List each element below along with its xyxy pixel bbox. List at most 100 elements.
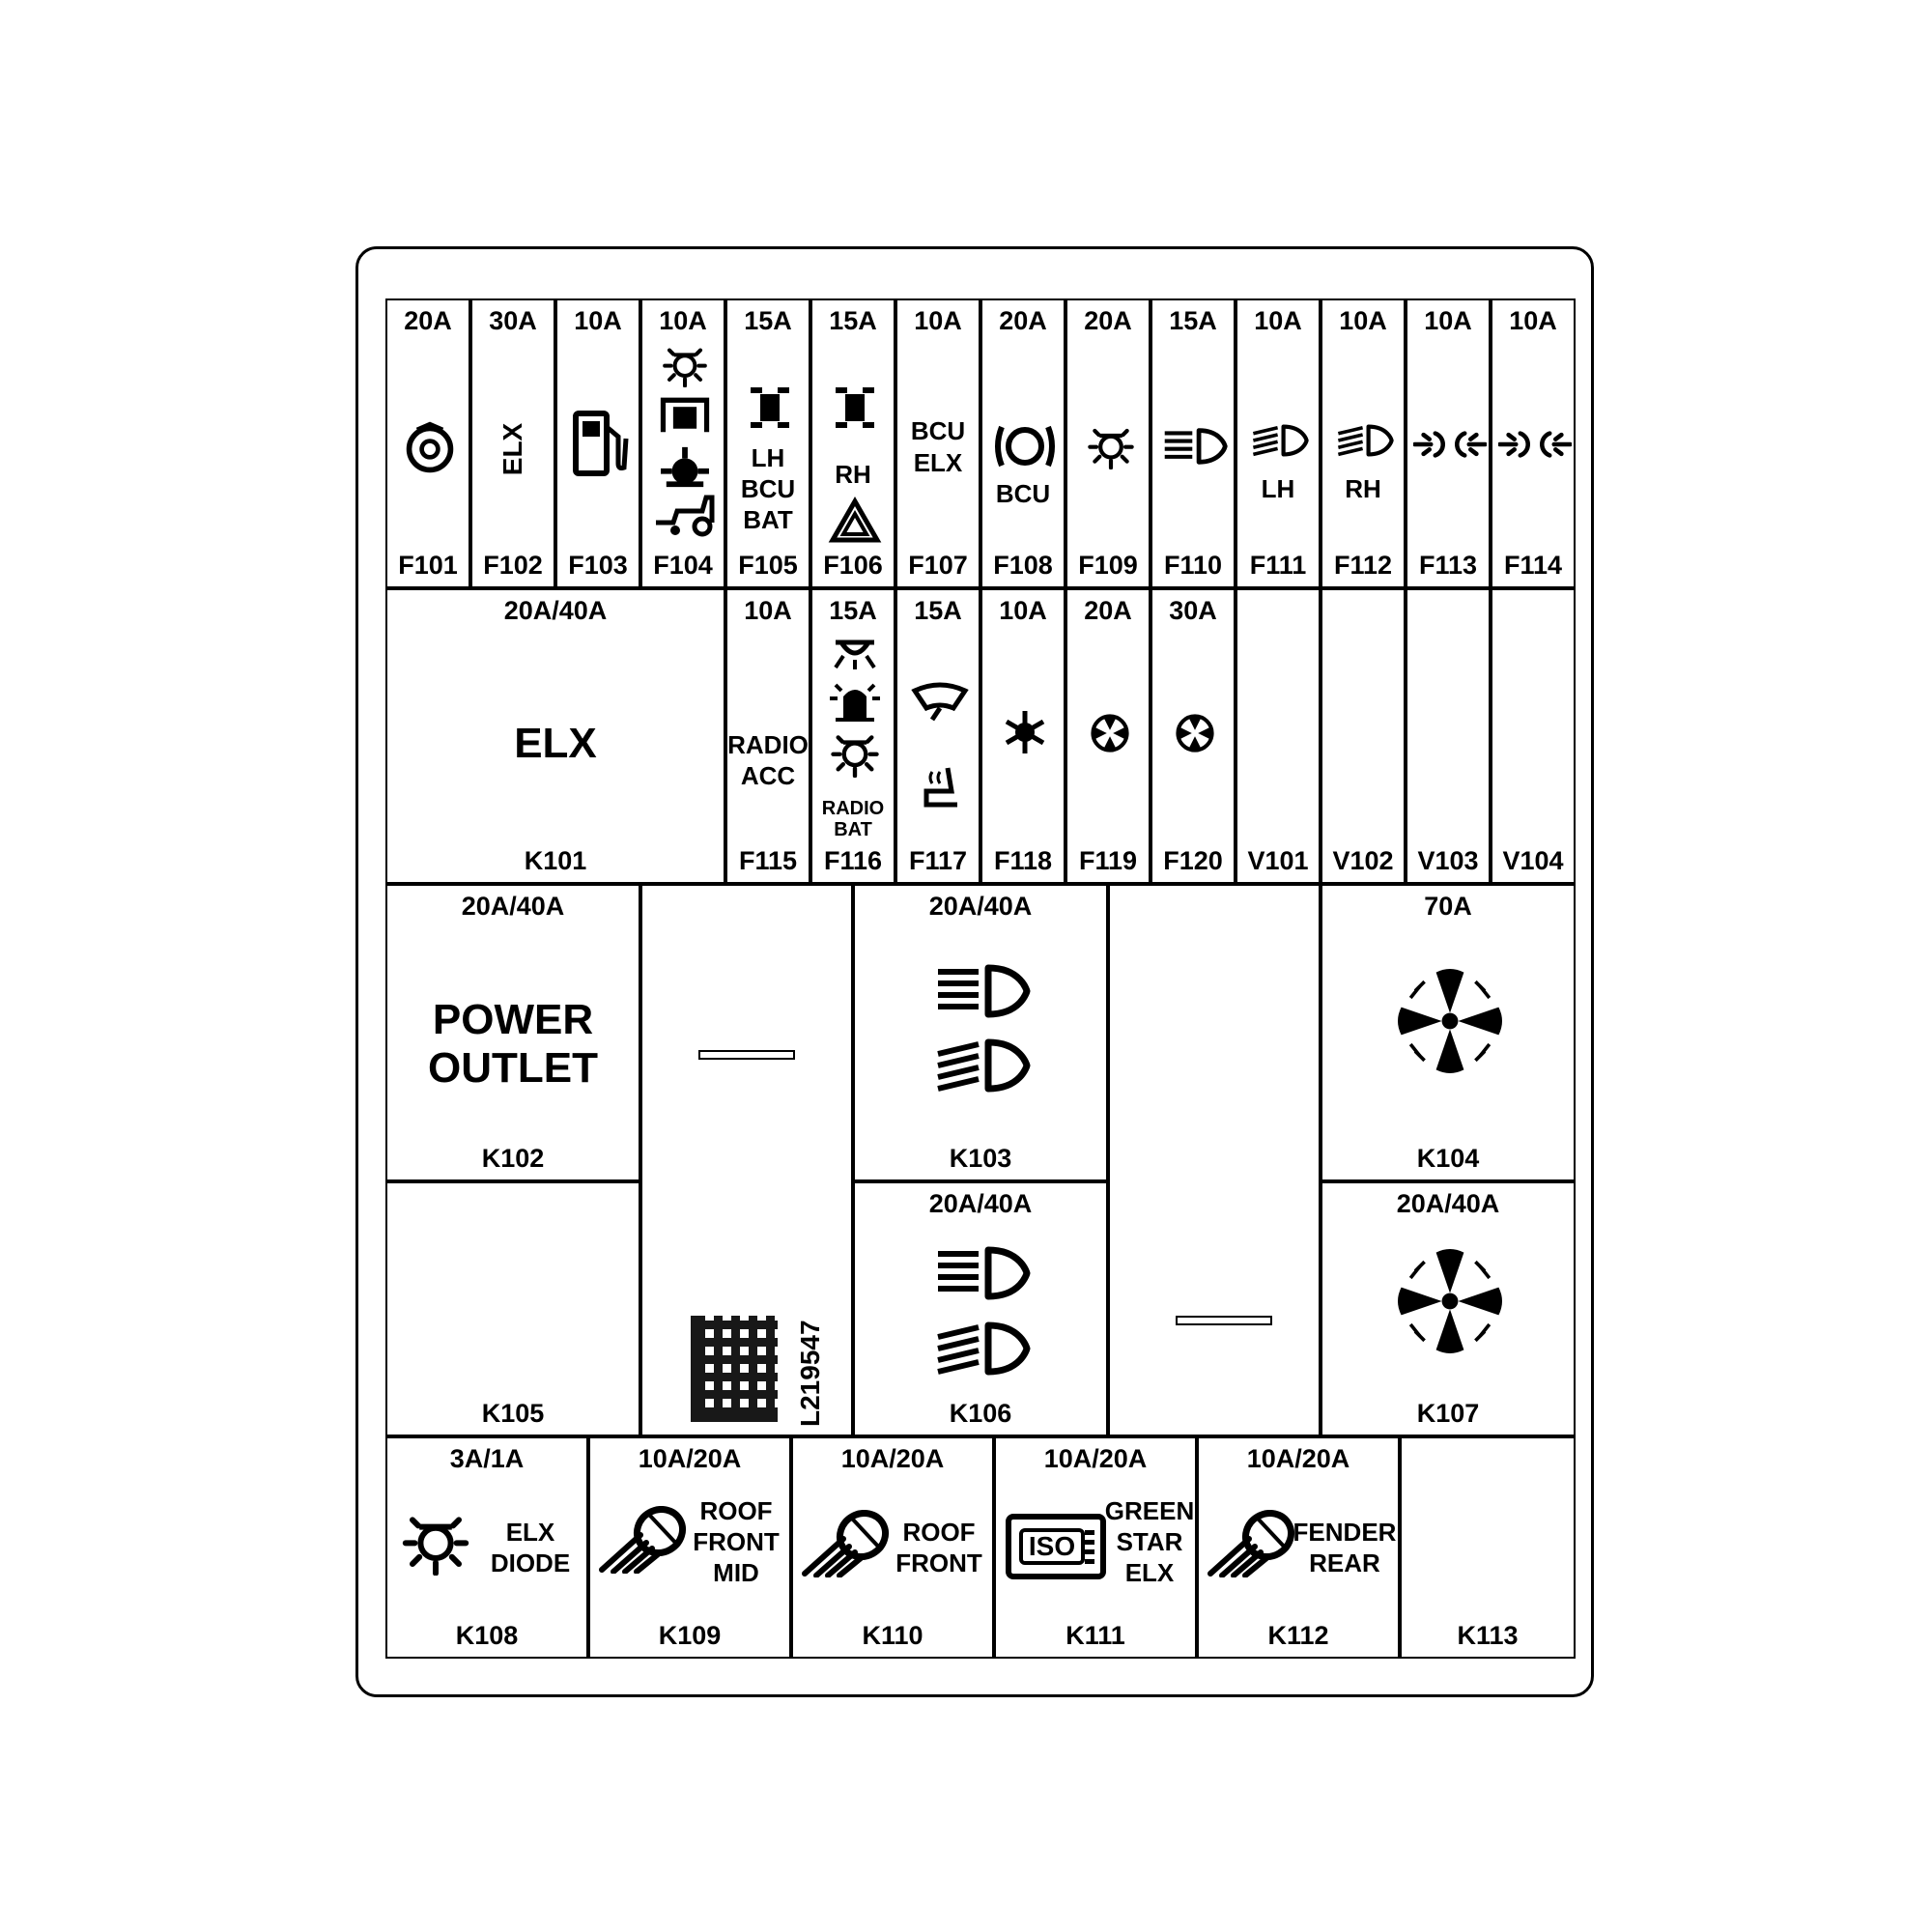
fuse-rating: 10A: [574, 306, 622, 335]
bridge-bar: [698, 1050, 795, 1060]
trailer-brake-icon: [834, 383, 876, 433]
relay-id: K112: [1267, 1621, 1329, 1650]
fuse-rating: 10A: [1254, 306, 1302, 335]
fuse-id: F118: [993, 846, 1053, 875]
fuse-function-label: LH: [1261, 474, 1295, 503]
work-light-icon: [1203, 1510, 1299, 1577]
relay-k103: 20A/40A K103: [853, 884, 1108, 1181]
fuse-function-line: ACC: [740, 761, 796, 790]
relay-k111: 10A/20A ISO GREEN STAR ELX K111: [994, 1436, 1197, 1659]
relay-id: K108: [455, 1621, 519, 1650]
relay-id: K110: [862, 1621, 923, 1650]
fuse-rating: 10A: [914, 306, 962, 335]
brake-warning-icon: [992, 421, 1058, 471]
fuse-id: F108: [993, 551, 1053, 580]
data-matrix-code: [691, 1316, 778, 1422]
relay-rating: 70A: [1424, 892, 1472, 921]
fuse-f106: 15A RH F106: [810, 298, 895, 588]
fuse-f103: 10A F103: [555, 298, 640, 588]
part-number: L219547: [795, 1320, 825, 1427]
relay-k101: 20A/40A ELX K101: [385, 588, 725, 884]
fuse-f116: 15A RADIO BAT F116: [810, 588, 895, 884]
fuse-id: F106: [823, 551, 883, 580]
fuse-rating: 15A: [829, 306, 877, 335]
fuse-function-label: ELX: [497, 422, 527, 476]
fuse-function-line: BCU: [910, 416, 966, 445]
fuse-id: F117: [908, 846, 968, 875]
relay-k112: 10A/20A FENDER REAR K112: [1197, 1436, 1400, 1659]
relay-rating: 3A/1A: [449, 1444, 525, 1473]
fuse-id: F107: [908, 551, 968, 580]
relay-id: K105: [481, 1399, 545, 1428]
fuse-rating: 10A: [1509, 306, 1557, 335]
fuse-id: F102: [483, 551, 543, 580]
relay-id: K102: [481, 1144, 545, 1173]
relay-rating: 20A/40A: [928, 1189, 1033, 1218]
lamp-icon: [1087, 421, 1135, 469]
fuse-function-line: LH: [751, 443, 785, 472]
relay-k107: 20A/40A K107: [1321, 1181, 1576, 1436]
fuse-function-line: RADIO: [821, 798, 885, 819]
fuse-f110: 15A F110: [1151, 298, 1236, 588]
fuse-f119: 20A F119: [1065, 588, 1151, 884]
dome-light-icon: [830, 639, 880, 671]
relay-function-line: FENDER: [1293, 1518, 1397, 1547]
relay-function-line: ELX: [1124, 1558, 1175, 1587]
diode-v101: V101: [1236, 588, 1321, 884]
lamp-icon: [401, 1506, 470, 1576]
relay-id: K111: [1065, 1621, 1125, 1650]
fuse-function-line: BAT: [743, 505, 793, 534]
relay-function-line: FRONT: [895, 1548, 982, 1577]
low-beam-icon: [934, 1319, 1031, 1378]
cooling-fan-icon: [1392, 1243, 1508, 1359]
relay-function-line: STAR: [1116, 1527, 1183, 1556]
diode-v102: V102: [1321, 588, 1406, 884]
relay-function-line: REAR: [1309, 1548, 1380, 1577]
relay-rating: 10A/20A: [638, 1444, 742, 1473]
fuse-id: F111: [1249, 551, 1307, 580]
fuse-f117: 15A F117: [895, 588, 980, 884]
fuse-rating: 30A: [489, 306, 537, 335]
relay-rating: 20A/40A: [461, 892, 565, 921]
fuse-rating: 30A: [1169, 596, 1217, 625]
relay-rating: 20A/40A: [928, 892, 1033, 921]
relay-function-line: DIODE: [490, 1548, 571, 1577]
fuse-rating: 15A: [914, 596, 962, 625]
fuse-id: F119: [1078, 846, 1138, 875]
relay-function-line: OUTLET: [428, 1044, 598, 1092]
relay-function-line: FRONT: [693, 1527, 780, 1556]
fuse-id: F109: [1078, 551, 1138, 580]
fuse-rating: 10A: [744, 596, 792, 625]
relay-k106: 20A/40A K106: [853, 1181, 1108, 1436]
engine-icon: [660, 392, 710, 437]
relay-rating: 20A/40A: [503, 596, 608, 625]
relay-function-line: POWER: [432, 996, 594, 1043]
trailer-brake-icon: [749, 383, 791, 433]
fuse-id: F116: [823, 846, 883, 875]
fuse-rating: 20A: [1084, 596, 1132, 625]
fuse-f118: 10A F118: [980, 588, 1065, 884]
ignition-key-icon: [403, 421, 457, 475]
wiper-icon: [911, 679, 969, 722]
fuse-rating: 20A: [999, 306, 1047, 335]
monitor-buttons: [1085, 1529, 1094, 1564]
fuse-id: F104: [653, 551, 713, 580]
high-beam-icon: [934, 961, 1031, 1021]
fuse-rating: 15A: [744, 306, 792, 335]
relay-rating: 20A/40A: [1396, 1189, 1500, 1218]
relay-function-line: ELX: [505, 1518, 555, 1547]
fuse-rating: 15A: [1169, 306, 1217, 335]
beacon-icon: [662, 341, 708, 387]
fuse-f102: 30A ELX F102: [470, 298, 555, 588]
display-monitor-icon: ISO: [1006, 1514, 1106, 1579]
fuse-f101: 20A F101: [385, 298, 470, 588]
tractor-icon: [654, 494, 716, 537]
relay-function-line: ROOF: [699, 1496, 773, 1525]
relay-k110: 10A/20A ROOF FRONT K110: [791, 1436, 994, 1659]
fuse-id: F101: [398, 551, 458, 580]
fuse-function-line: BAT: [834, 819, 872, 840]
fuse-function-label: RH: [1345, 474, 1381, 503]
relay-function-label: ELX: [514, 720, 597, 767]
low-beam-icon: [1336, 421, 1394, 460]
empty-relay-slot: [1108, 884, 1321, 1436]
